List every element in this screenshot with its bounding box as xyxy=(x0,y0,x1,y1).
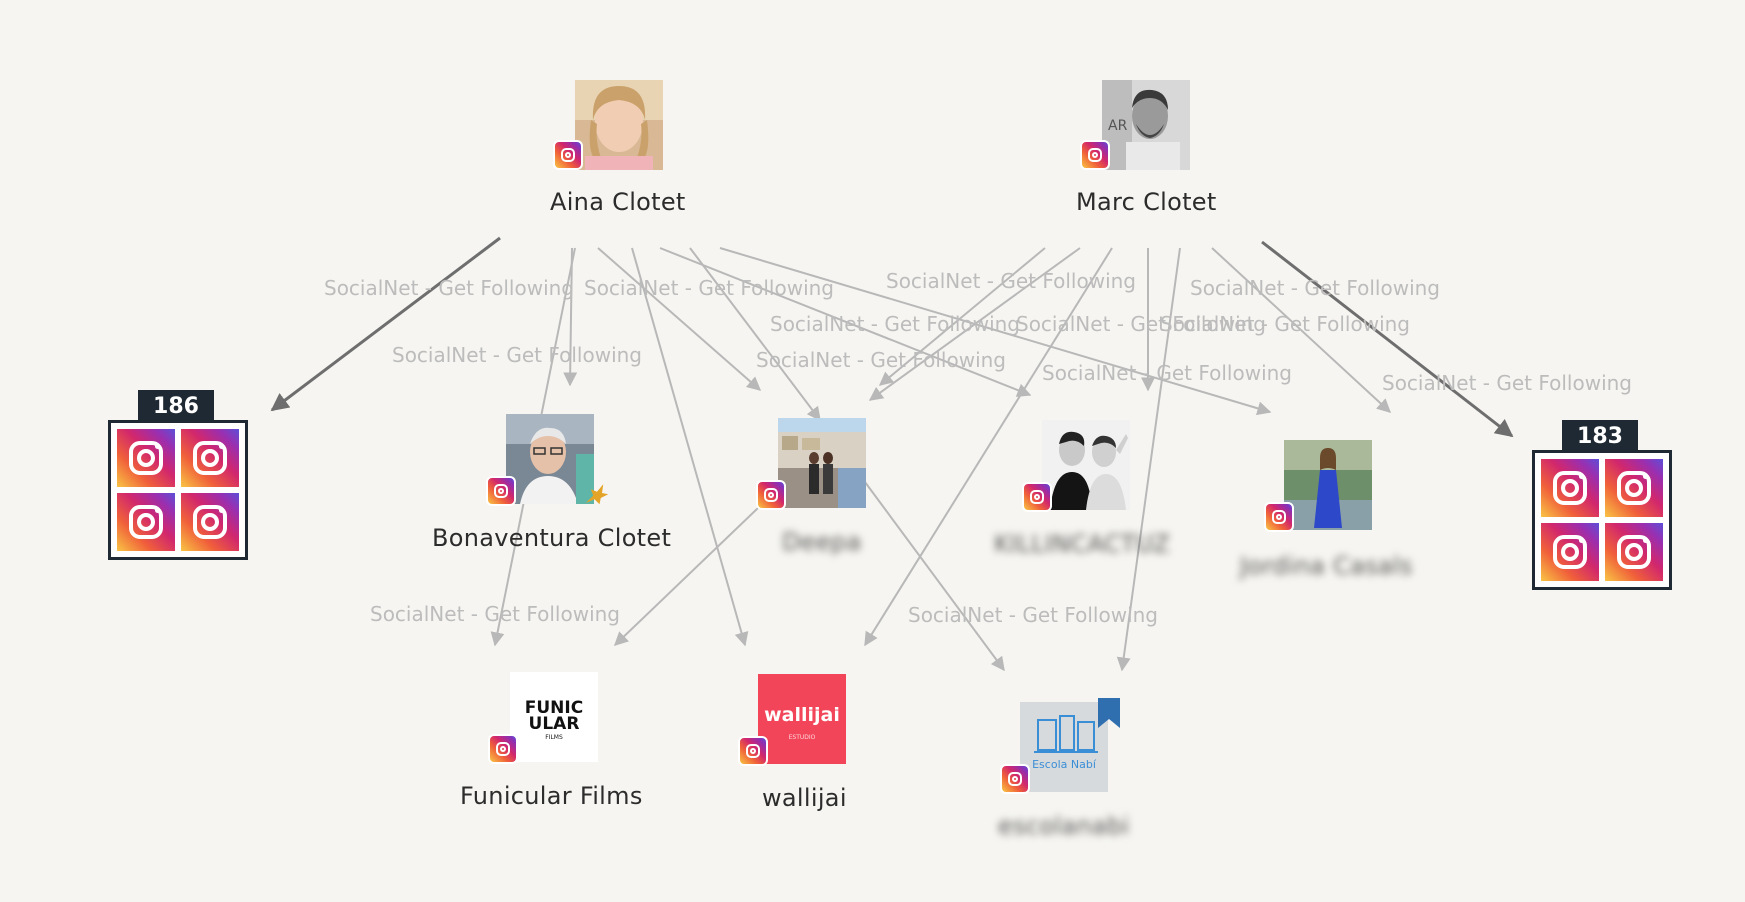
edge-line[interactable] xyxy=(1211,247,1392,413)
instagram-icon xyxy=(1080,140,1110,170)
edge-label: SocialNet - Get Following xyxy=(886,269,1136,293)
node-killincactuz[interactable] xyxy=(1018,418,1168,518)
instagram-icon xyxy=(488,734,518,764)
edge-line[interactable] xyxy=(631,247,749,647)
node-escolanabi[interactable]: Escola Nabí xyxy=(996,698,1146,800)
node-label-jordina-casals: Jordina Casals xyxy=(1240,552,1413,580)
instagram-icon xyxy=(1605,523,1663,581)
star-icon xyxy=(585,484,609,505)
edge-line[interactable] xyxy=(1261,240,1514,438)
node-label-killincactuz: KILLINCACTUZ xyxy=(994,530,1170,558)
edge-line[interactable] xyxy=(563,247,578,387)
instagram-icon xyxy=(486,476,516,506)
edge-line[interactable] xyxy=(1116,247,1181,672)
svg-text:AR: AR xyxy=(1108,118,1128,134)
group-node-right[interactable]: 183 xyxy=(1532,420,1672,590)
node-funicular-films[interactable]: FUNIC ULAR FILMS xyxy=(484,670,634,770)
edge-line[interactable] xyxy=(864,247,1113,647)
node-label-deepa: Deepa xyxy=(782,528,862,556)
instagram-icon xyxy=(117,429,175,487)
instagram-icon xyxy=(181,429,239,487)
group-box xyxy=(1532,450,1672,590)
edge-label: SocialNet - Get Following xyxy=(584,276,834,300)
edge-label: SocialNet - Get Following xyxy=(756,348,1006,372)
edge-label: SocialNet - Get Following xyxy=(324,276,574,300)
instagram-icon xyxy=(553,140,583,170)
edge-line[interactable] xyxy=(270,236,501,412)
node-label-bonaventura-clotet: Bonaventura Clotet xyxy=(432,524,672,552)
avatar xyxy=(778,418,866,508)
svg-text:Escola Nabí: Escola Nabí xyxy=(1032,758,1097,771)
instagram-icon xyxy=(1264,502,1294,532)
group-node-left[interactable]: 186 xyxy=(108,390,248,560)
edge-label: SocialNet - Get Following xyxy=(1382,371,1632,395)
node-label-aina-clotet: Aina Clotet xyxy=(550,188,686,216)
count-badge: 186 xyxy=(138,390,214,422)
bookmark-icon xyxy=(1098,698,1120,728)
avatar: AR xyxy=(1102,80,1190,170)
node-marc-clotet[interactable]: AR xyxy=(1072,78,1222,228)
edge-line[interactable] xyxy=(613,507,759,646)
group-box xyxy=(108,420,248,560)
instagram-icon xyxy=(1605,459,1663,517)
node-label-funicular-films: Funicular Films xyxy=(460,782,643,810)
edge-line[interactable] xyxy=(659,247,1032,397)
instagram-icon xyxy=(1000,764,1030,794)
edge-line[interactable] xyxy=(861,477,1005,672)
instagram-icon xyxy=(756,480,786,510)
edge-label: SocialNet - Get Following xyxy=(1016,312,1266,336)
avatar xyxy=(506,414,594,504)
instagram-icon xyxy=(181,493,239,551)
edge-label: SocialNet - Get Following xyxy=(370,602,620,626)
edge-label: SocialNet - Get Following xyxy=(1190,276,1440,300)
node-jordina-casals[interactable] xyxy=(1260,438,1410,538)
node-label-escolanabi: escolanabi xyxy=(998,812,1130,840)
instagram-icon xyxy=(1022,482,1052,512)
edge-label: SocialNet - Get Following xyxy=(1042,361,1292,385)
logo: Escola Nabí xyxy=(1020,702,1108,792)
node-bonaventura-clotet[interactable] xyxy=(482,412,632,512)
edge-label: SocialNet - Get Following xyxy=(1160,312,1410,336)
node-label-wallijai: wallijai xyxy=(762,784,847,812)
logo: wallijai ESTUDIO xyxy=(758,674,846,764)
edge-line[interactable] xyxy=(719,247,1272,416)
node-label-marc-clotet: Marc Clotet xyxy=(1076,188,1217,216)
instagram-icon xyxy=(1541,459,1599,517)
edge-line[interactable] xyxy=(868,247,1081,401)
edge-line[interactable] xyxy=(689,247,821,422)
node-wallijai[interactable]: wallijai ESTUDIO xyxy=(734,672,884,772)
instagram-icon xyxy=(1541,523,1599,581)
edge-label: SocialNet - Get Following xyxy=(908,603,1158,627)
logo: FUNIC ULAR FILMS xyxy=(510,672,598,762)
edge-line[interactable] xyxy=(597,247,762,391)
avatar xyxy=(575,80,663,170)
edge-label: SocialNet - Get Following xyxy=(770,312,1020,336)
avatar xyxy=(1284,440,1372,530)
node-aina-clotet[interactable] xyxy=(545,78,695,228)
edge-line[interactable] xyxy=(878,247,1046,386)
node-deepa[interactable] xyxy=(752,416,902,516)
avatar xyxy=(1042,420,1130,510)
instagram-icon xyxy=(738,736,768,766)
instagram-icon xyxy=(117,493,175,551)
edge-label: SocialNet - Get Following xyxy=(392,343,642,367)
count-badge: 183 xyxy=(1562,420,1638,452)
